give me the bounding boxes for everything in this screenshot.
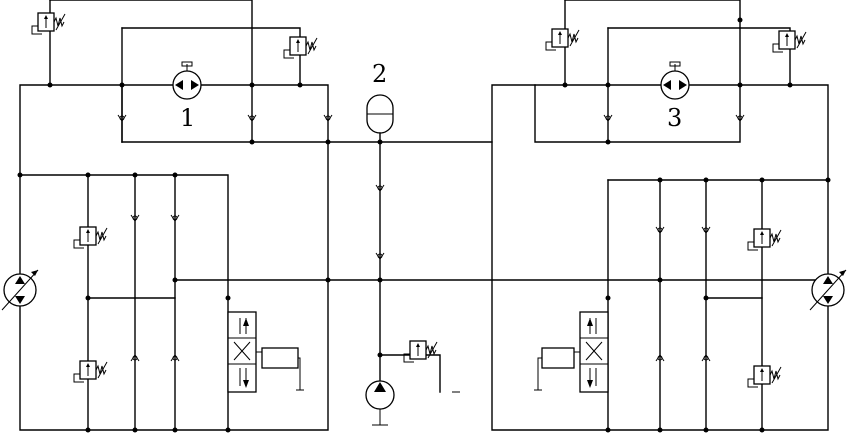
relief-valve — [31, 12, 66, 35]
relief-valve — [73, 226, 108, 249]
directional-valve — [227, 311, 257, 393]
pipe — [379, 354, 441, 393]
relief-valve — [747, 228, 782, 251]
accumulator-label: 2 — [372, 60, 387, 88]
left-motor-circuit: 1 — [1, 0, 836, 431]
pipe — [491, 84, 829, 431]
right-motor-circuit: 3 — [491, 0, 847, 431]
pipe — [607, 27, 791, 86]
accumulator-section: 2 — [365, 60, 460, 426]
motor-label-1: 1 — [180, 104, 195, 132]
relief-valve — [545, 28, 580, 51]
relief-valve — [283, 36, 318, 59]
relief-valve — [747, 365, 782, 388]
relief-valve — [403, 340, 438, 363]
pipe — [49, 0, 253, 143]
pipe — [19, 84, 329, 431]
motor-label-3: 3 — [667, 104, 682, 132]
pipe — [564, 0, 741, 29]
relief-valve — [772, 30, 807, 53]
relief-valve — [73, 360, 108, 383]
directional-valve — [579, 311, 609, 393]
junction-dots — [17, 17, 831, 433]
pipe — [121, 27, 301, 86]
